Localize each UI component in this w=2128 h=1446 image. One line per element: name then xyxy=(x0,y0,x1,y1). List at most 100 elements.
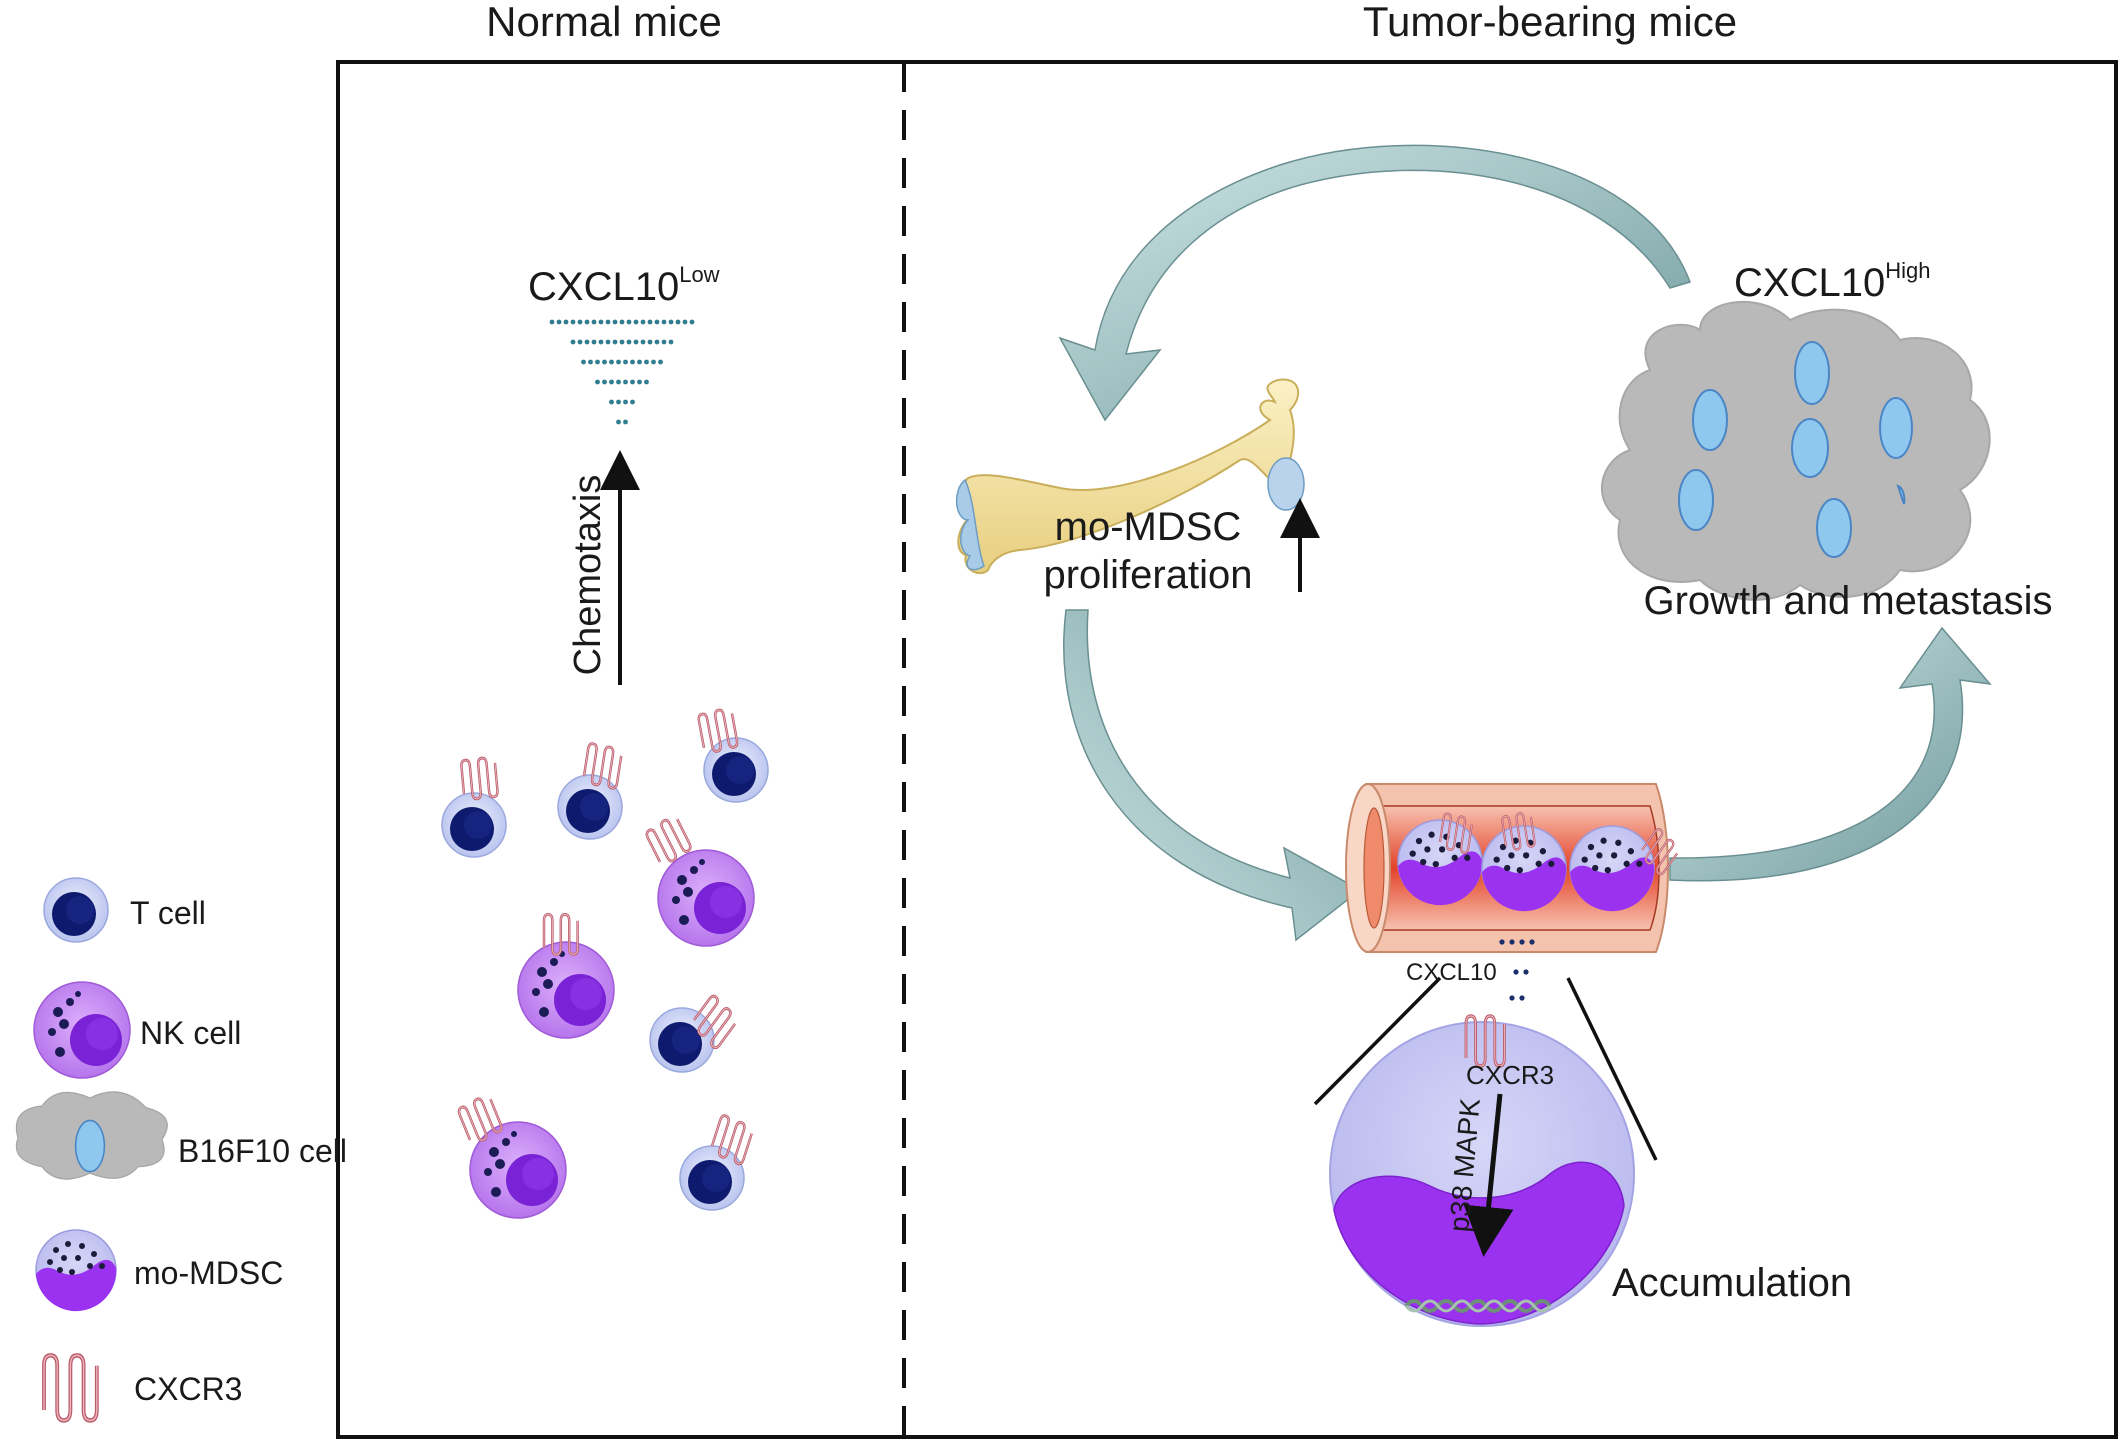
mo-mdsc xyxy=(1397,819,1483,906)
chemokine-dot xyxy=(630,399,635,405)
chemokine-dot xyxy=(637,359,642,365)
nk-cell xyxy=(657,849,755,947)
chemokine-dot xyxy=(570,339,576,345)
chemokine-dot xyxy=(637,379,642,385)
zoom-line-right xyxy=(1566,977,1658,1161)
chemokine-dot xyxy=(644,379,649,385)
chemokine-dot xyxy=(584,319,590,325)
legend-label-t-cell: T cell xyxy=(130,895,206,931)
chemokine-dot xyxy=(640,339,646,345)
chemokine-dot xyxy=(609,399,614,405)
nk-cell xyxy=(469,1121,567,1219)
mo-mdsc xyxy=(1569,825,1655,912)
chemokine-dot xyxy=(682,319,688,325)
chemokine-dot xyxy=(668,319,674,325)
panel-title-tumor: Tumor-bearing mice xyxy=(1363,0,1737,45)
chemokine-dot xyxy=(623,379,628,385)
chemokine-dot xyxy=(626,319,632,325)
nk-cell-icon xyxy=(33,981,131,1079)
curved-arrow-vessel-to-tumor xyxy=(1669,626,1992,882)
chemokine-dot xyxy=(630,379,635,385)
chemokine-dot xyxy=(577,339,583,345)
chemokine-dot xyxy=(651,359,656,365)
t-cell xyxy=(441,792,507,858)
femur-bone-icon xyxy=(956,378,1305,575)
mo-mdsc xyxy=(1481,825,1567,912)
mo-mdsc-icon xyxy=(35,1229,117,1312)
chemokine-dot xyxy=(654,319,660,325)
chemokine-dot xyxy=(598,339,604,345)
cxcl10-low-gradient xyxy=(549,319,695,425)
tumor-nucleus xyxy=(1678,469,1714,531)
normal-panel: CXCL10Low Chemotaxis xyxy=(441,262,769,1219)
cxcl10-high-superscript: High xyxy=(1885,258,1930,283)
cxcl10-high-name: CXCL10 xyxy=(1734,261,1885,305)
chemokine-dot xyxy=(612,319,618,325)
chemokine-dot xyxy=(623,419,628,425)
curved-arrow-bone-to-vessel xyxy=(1063,609,1362,942)
chemokine-dot xyxy=(616,379,621,385)
chemokine-dot xyxy=(644,359,649,365)
legend-label-nk-cell: NK cell xyxy=(140,1015,241,1051)
t-cell xyxy=(679,1145,745,1211)
chemokine-dot xyxy=(654,339,660,345)
chemokine-dot xyxy=(591,319,597,325)
cxcl10-low-name: CXCL10 xyxy=(528,265,679,309)
legend-label-cxcr3: CXCR3 xyxy=(134,1371,242,1407)
chemokine-dot xyxy=(605,339,611,345)
zoom-line-left xyxy=(1313,976,1442,1106)
legend-label-b16f10-cell: B16F10 cell xyxy=(178,1133,347,1169)
chemokine-dot xyxy=(563,319,569,325)
chemotaxis-label: Chemotaxis xyxy=(567,475,609,676)
chemokine-dot xyxy=(633,339,639,345)
chemokine-dot xyxy=(689,319,695,325)
vessel-cxcl10-label: CXCL10 xyxy=(1406,959,1497,986)
legend-label-mo-mdsc: mo-MDSC xyxy=(134,1255,283,1291)
tumor-mass xyxy=(1601,300,1991,601)
t-cell xyxy=(649,1007,715,1073)
bone-label-line2: proliferation xyxy=(1043,553,1252,597)
cxcl10-low-label: CXCL10Low xyxy=(528,262,720,309)
p38-mapk-arrow xyxy=(1463,1093,1514,1257)
chemokine-dot xyxy=(584,339,590,345)
chemokine-dot xyxy=(658,359,663,365)
tumor-panel: mo-MDSC proliferation CXCL10High Growth … xyxy=(956,144,2053,1327)
chemokine-dot xyxy=(602,359,607,365)
chemokine-dot xyxy=(661,319,667,325)
chemokine-dot xyxy=(623,399,628,405)
chemokine-dot xyxy=(577,319,583,325)
tumor-nucleus xyxy=(1896,484,1906,505)
chemokine-dot xyxy=(616,399,621,405)
t-cell-icon xyxy=(43,877,109,943)
chemokine-dot xyxy=(647,339,653,345)
chemokine-dot xyxy=(661,339,667,345)
curved-arrow-tumor-to-bone xyxy=(1058,144,1691,422)
legend: T cell NK cell B16F10 cell mo-MDSC CXCR3 xyxy=(15,877,347,1420)
chemokine-dot xyxy=(668,339,674,345)
bone-label-line1: mo-MDSC xyxy=(1055,505,1242,549)
chemokine-dot xyxy=(619,339,625,345)
chemokine-dot xyxy=(609,379,614,385)
tumor-nucleus xyxy=(1692,389,1728,451)
chemokine-dot xyxy=(633,319,639,325)
chemokine-dot xyxy=(623,359,628,365)
nk-cell xyxy=(517,941,615,1039)
chemokine-dot xyxy=(595,379,600,385)
cxcl10-dots xyxy=(1499,939,1535,1001)
chemokine-dot xyxy=(549,319,555,325)
b16f10-cell-icon xyxy=(15,1091,168,1180)
cxcl10-low-superscript: Low xyxy=(679,262,719,287)
chemokine-dot xyxy=(640,319,646,325)
chemokine-dot xyxy=(570,319,576,325)
t-cell xyxy=(557,774,623,840)
chemokine-dot xyxy=(602,379,607,385)
chemokine-dot xyxy=(626,339,632,345)
chemokine-dot xyxy=(588,359,593,365)
chemokine-dot xyxy=(556,319,562,325)
chemokine-dot xyxy=(616,419,621,425)
dna-helix-icon xyxy=(1404,1299,1552,1313)
chemokine-dot xyxy=(591,339,597,345)
chemokine-dot xyxy=(581,359,586,365)
accumulation-label: Accumulation xyxy=(1612,1261,1852,1305)
